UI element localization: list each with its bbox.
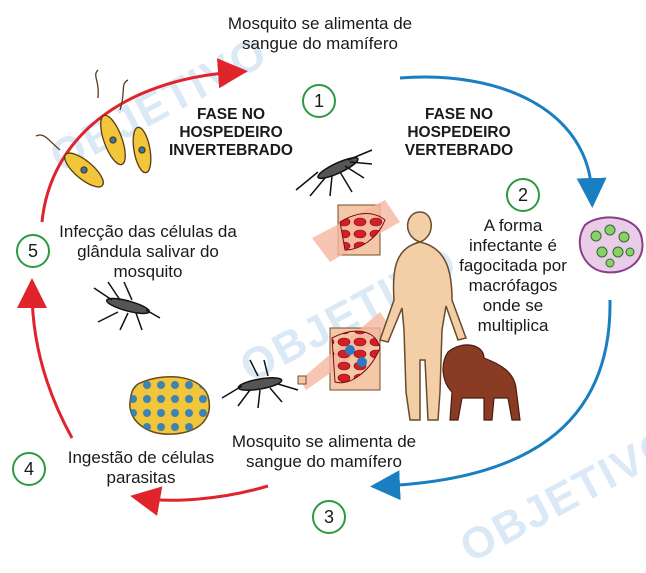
- arrow-3-to-4: [130, 484, 269, 516]
- arrow-1-to-2: [399, 75, 607, 208]
- arrow-5-to-1: [40, 58, 248, 223]
- step-3-number: 3: [312, 500, 346, 534]
- step-3-text: Mosquito se alimenta de sangue do mamífe…: [231, 432, 417, 471]
- infected-cell-cluster-illustration: [129, 375, 211, 435]
- leishmaniasis-life-cycle-diagram: OBJETIVO OBJETIVO OBJETIVO: [12, 14, 646, 572]
- arrow-4-to-5: [17, 278, 74, 439]
- macrophage-illustration: [578, 216, 644, 274]
- dog-illustration: [442, 344, 521, 421]
- phase-vertebrate-label: FASE NO HOSPEDEIRO VERTEBRADO: [404, 106, 514, 159]
- step-5-text: Infecção das células da glândula salivar…: [59, 222, 237, 281]
- cycle-illustration: [17, 58, 644, 516]
- phase-invertebrate-label: FASE NO HOSPEDEIRO INVERTEBRADO: [168, 106, 293, 159]
- step-2-number: 2: [506, 178, 540, 212]
- mosquito-left: [93, 281, 161, 331]
- human-illustration: [379, 211, 467, 421]
- promastigotes-illustration: [35, 69, 152, 188]
- step-4-number: 4: [12, 452, 46, 486]
- step-1-number: 1: [302, 84, 336, 118]
- arrow-2-to-3: [370, 299, 612, 501]
- step-1-text: Mosquito se alimenta de sangue do mamífe…: [227, 14, 413, 53]
- step-2-text: A forma infectante é fagocitada por macr…: [459, 216, 567, 335]
- blood-vessel-zoom-bottom: [297, 312, 392, 391]
- step-5-number: 5: [16, 234, 50, 268]
- mosquito-top: [295, 149, 373, 197]
- blood-vessel-zoom-top: [312, 200, 400, 262]
- mosquito-bottom: [221, 359, 299, 409]
- step-4-text: Ingestão de células parasitas: [67, 448, 215, 487]
